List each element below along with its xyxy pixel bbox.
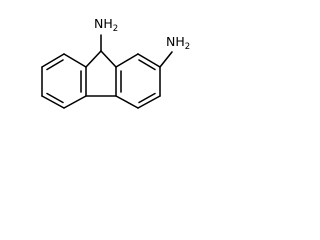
atom-symbol: N [94,16,103,31]
hydrogen-symbol: H [103,16,112,31]
double-bond-inner [138,92,156,104]
double-bond-inner [138,59,156,71]
bond [41,95,65,109]
amine-label-c2: NH2 [166,34,190,52]
atom-symbol: N [166,34,175,49]
hydrogen-symbol: H [175,34,184,49]
bond [85,50,102,68]
bond [115,53,139,68]
five-membered-ring [85,50,117,97]
bond [41,53,65,68]
bond [137,53,161,68]
bond [137,95,161,109]
hydrogen-count: 2 [113,24,118,34]
amine-label-c9: NH2 [94,16,118,34]
double-bond-inner [46,59,64,71]
left-benzene-ring [41,53,87,109]
bond [63,53,87,68]
bond [63,95,87,109]
bond [115,95,139,109]
c2-amine-bond [159,51,173,68]
double-bond-inner [46,92,64,104]
bond [100,50,117,68]
chemical-structure-diagram: NH2 NH2 [41,16,190,109]
right-benzene-ring [115,53,161,109]
hydrogen-count: 2 [185,42,190,52]
